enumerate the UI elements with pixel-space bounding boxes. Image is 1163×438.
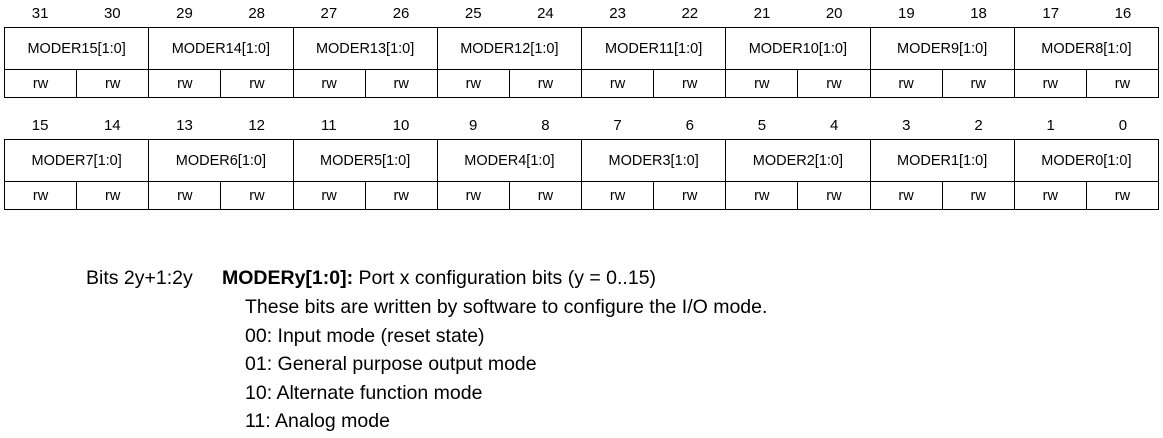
bit-number: 30	[103, 5, 121, 22]
access-type: rw	[3, 69, 78, 98]
bit-number: 18	[970, 5, 987, 22]
description-line: 01: General purpose output mode	[245, 353, 537, 375]
upper-field-row: MODER15[1:0]MODER14[1:0]MODER13[1:0]MODE…	[3, 27, 1160, 70]
access-type: rw	[364, 69, 438, 98]
bit-number: 16	[1114, 5, 1132, 22]
bit-number: 7	[613, 117, 622, 134]
description-line: 11: Analog mode	[245, 410, 390, 432]
access-type: rw	[292, 181, 366, 210]
access-type: rw	[653, 181, 727, 210]
description-header: Bits 2y+1:2y MODERy[1:0]: Port x configur…	[86, 263, 767, 293]
bit-number: 5	[757, 117, 767, 134]
access-type: rw	[941, 69, 1015, 98]
bit-number: 23	[609, 5, 626, 22]
bit-number: 24	[537, 5, 554, 22]
access-type: rw	[1013, 181, 1087, 210]
register-field: MODER8[1:0]	[1013, 27, 1160, 70]
access-type: rw	[580, 181, 655, 210]
bit-number: 26	[392, 5, 410, 22]
register-field: MODER14[1:0]	[148, 27, 294, 70]
bit-number: 28	[248, 5, 265, 22]
access-type: rw	[580, 69, 655, 98]
register-field: MODER4[1:0]	[436, 139, 583, 182]
field-summary: Port x configuration bits (y = 0..15)	[353, 267, 657, 289]
bit-number: 21	[753, 5, 771, 22]
bit-range: Bits 2y+1:2y	[86, 267, 193, 289]
register-field: MODER12[1:0]	[436, 27, 583, 70]
access-type: rw	[3, 181, 78, 210]
access-type: rw	[220, 69, 294, 98]
description-body: These bits are written by software to co…	[245, 293, 767, 436]
access-type: rw	[436, 181, 510, 210]
access-type: rw	[508, 181, 583, 210]
register-field: MODER9[1:0]	[869, 27, 1015, 70]
register-field: MODER13[1:0]	[292, 27, 438, 70]
upper-bit-numbers: 31 30 29 28 27 26 25 24 23 22 21 20 19 18 17 16	[4, 0, 1159, 28]
access-type: rw	[148, 181, 222, 210]
bit-number: 1	[1046, 117, 1055, 134]
register-field: MODER11[1:0]	[580, 27, 727, 70]
access-type: rw	[220, 181, 294, 210]
bit-number: 19	[898, 5, 915, 22]
bit-number: 11	[321, 117, 337, 134]
register-field: MODER6[1:0]	[148, 139, 294, 182]
access-type: rw	[653, 69, 727, 98]
register-field: MODER2[1:0]	[725, 139, 871, 182]
field-description: Bits 2y+1:2y MODERy[1:0]: Port x configur…	[86, 263, 767, 436]
access-type: rw	[941, 181, 1015, 210]
bit-number: 22	[681, 5, 699, 22]
bit-number: 25	[464, 5, 482, 22]
bit-number: 17	[1042, 5, 1060, 22]
field-name: MODERy[1:0]:	[222, 267, 354, 289]
bit-number: 15	[31, 117, 49, 134]
access-type: rw	[725, 69, 799, 98]
access-type: rw	[869, 181, 943, 210]
bit-number: 4	[829, 117, 839, 134]
access-type: rw	[292, 69, 366, 98]
access-type: rw	[436, 69, 510, 98]
register-field: MODER7[1:0]	[3, 139, 150, 182]
access-type: rw	[1085, 69, 1160, 98]
bit-number: 31	[31, 5, 49, 22]
register-field: MODER1[1:0]	[869, 139, 1015, 182]
description-line: 00: Input mode (reset state)	[245, 324, 485, 347]
access-type: rw	[725, 181, 799, 210]
register-field: MODER10[1:0]	[725, 27, 871, 70]
upper-register-table: MODER15[1:0]MODER14[1:0]MODER13[1:0]MODE…	[3, 27, 1160, 98]
bit-number: 27	[320, 5, 338, 22]
access-type: rw	[797, 181, 871, 210]
register-field: MODER5[1:0]	[292, 139, 438, 182]
bit-number: 14	[103, 117, 121, 134]
lower-field-row: MODER7[1:0]MODER6[1:0]MODER5[1:0]MODER4[…	[3, 139, 1160, 182]
description-line: These bits are written by software to co…	[245, 296, 768, 318]
bit-number: 2	[974, 117, 983, 134]
access-type: rw	[508, 69, 583, 98]
bit-number: 12	[248, 117, 265, 134]
access-type: rw	[1085, 181, 1160, 210]
access-type: rw	[869, 69, 943, 98]
bit-number: 0	[1118, 117, 1128, 134]
register-field: MODER0[1:0]	[1013, 139, 1160, 182]
bit-number: 10	[392, 117, 410, 134]
register-field: MODER15[1:0]	[3, 27, 150, 70]
bit-number: 9	[469, 117, 478, 134]
bit-number: 13	[176, 117, 193, 134]
bit-number: 29	[176, 5, 193, 22]
access-type: rw	[148, 69, 222, 98]
access-type: rw	[76, 181, 150, 210]
bit-number: 20	[825, 5, 843, 22]
access-type: rw	[1013, 69, 1087, 98]
access-type: rw	[364, 181, 438, 210]
lower-register-table: MODER7[1:0]MODER6[1:0]MODER5[1:0]MODER4[…	[3, 139, 1160, 210]
bit-number: 8	[541, 117, 550, 134]
register-field: MODER3[1:0]	[580, 139, 727, 182]
bit-number: 3	[902, 117, 911, 134]
access-type: rw	[76, 69, 150, 98]
bit-number: 6	[685, 117, 694, 134]
access-type: rw	[797, 69, 871, 98]
description-line: 10: Alternate function mode	[245, 381, 483, 404]
